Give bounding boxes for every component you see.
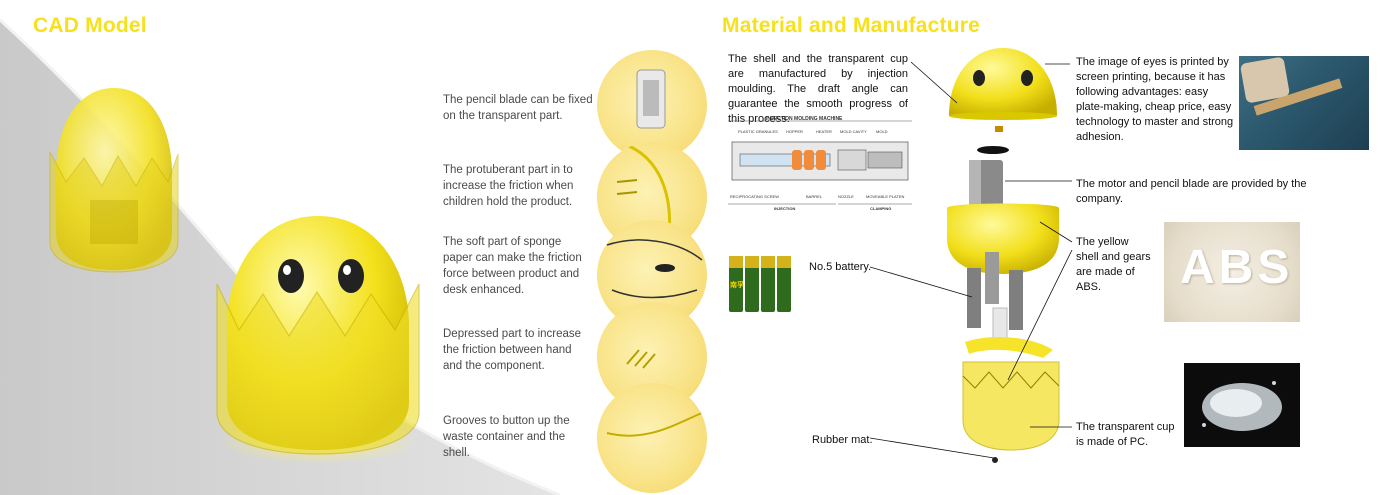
callout-motor: The motor and pencil blade are provided …	[1076, 178, 1307, 205]
diagram-label-platen: MOVEABLE PLATEN	[866, 194, 905, 199]
diagram-label-granules: PLASTIC GRANULES	[738, 129, 778, 134]
feature-text-2: The protuberant part in to increase the …	[443, 164, 574, 208]
feature-text-3: The soft part of sponge paper can make t…	[443, 236, 582, 296]
diagram-title: INJECTION MOLDING MACHINE	[766, 116, 843, 122]
diagram-label-clamping: CLAMPING	[870, 206, 892, 211]
battery-photo: 南孚	[727, 252, 795, 314]
egg-render-front	[216, 216, 420, 464]
diagram-label-hopper: HOPPER	[786, 129, 803, 134]
rubber-mat-label: Rubber mat.	[812, 434, 873, 446]
abs-granules-photo: ABS	[1164, 222, 1300, 322]
feature-text-4: Depressed part to increase the friction …	[443, 328, 582, 372]
diagram-label-mold-cavity: MOLD CAVITY	[840, 129, 867, 134]
callout-pc: The transparent cup is made of PC.	[1076, 421, 1175, 448]
diagram-label-injection: INJECTION	[774, 206, 796, 211]
feature-circle-grooves	[597, 383, 707, 493]
diagram-drawing	[728, 120, 912, 205]
feature-text-5: Grooves to button up the waste container…	[443, 415, 570, 459]
diagram-label-nozzle: NOZZLE	[838, 194, 854, 199]
abs-photo-text: ABS	[1180, 241, 1294, 294]
screen-printing-photo	[1239, 56, 1369, 150]
callout-eyes: The image of eyes is printed by screen p…	[1076, 56, 1234, 143]
intro-paragraph: The shell and the transparent cup are ma…	[728, 53, 908, 125]
callout-abs: The yellow shell and gears are made of A…	[1076, 236, 1151, 293]
egg-render-back	[49, 88, 179, 273]
feature-text-1: The pencil blade can be fixed on the tra…	[443, 94, 593, 122]
battery-brand: 南孚	[730, 282, 744, 289]
material-title: Material and Manufacture	[722, 14, 981, 37]
feature-circle-blade	[597, 50, 707, 160]
diagram-label-barrel: BARREL	[806, 194, 823, 199]
diagram-label-heater: HEATER	[816, 129, 832, 134]
battery-label: No.5 battery.	[809, 261, 872, 273]
feature-circle-sponge	[597, 220, 707, 330]
injection-diagram: INJECTION MOLDING MACHINE PLASTIC GRANUL…	[726, 112, 916, 212]
exploded-view	[947, 48, 1060, 463]
cad-model-title: CAD Model	[33, 14, 147, 37]
diagram-label-mold: MOLD	[876, 129, 888, 134]
diagram-label-screw: RECIPROCATING SCREW	[730, 194, 780, 199]
pc-granules-photo	[1184, 363, 1300, 447]
